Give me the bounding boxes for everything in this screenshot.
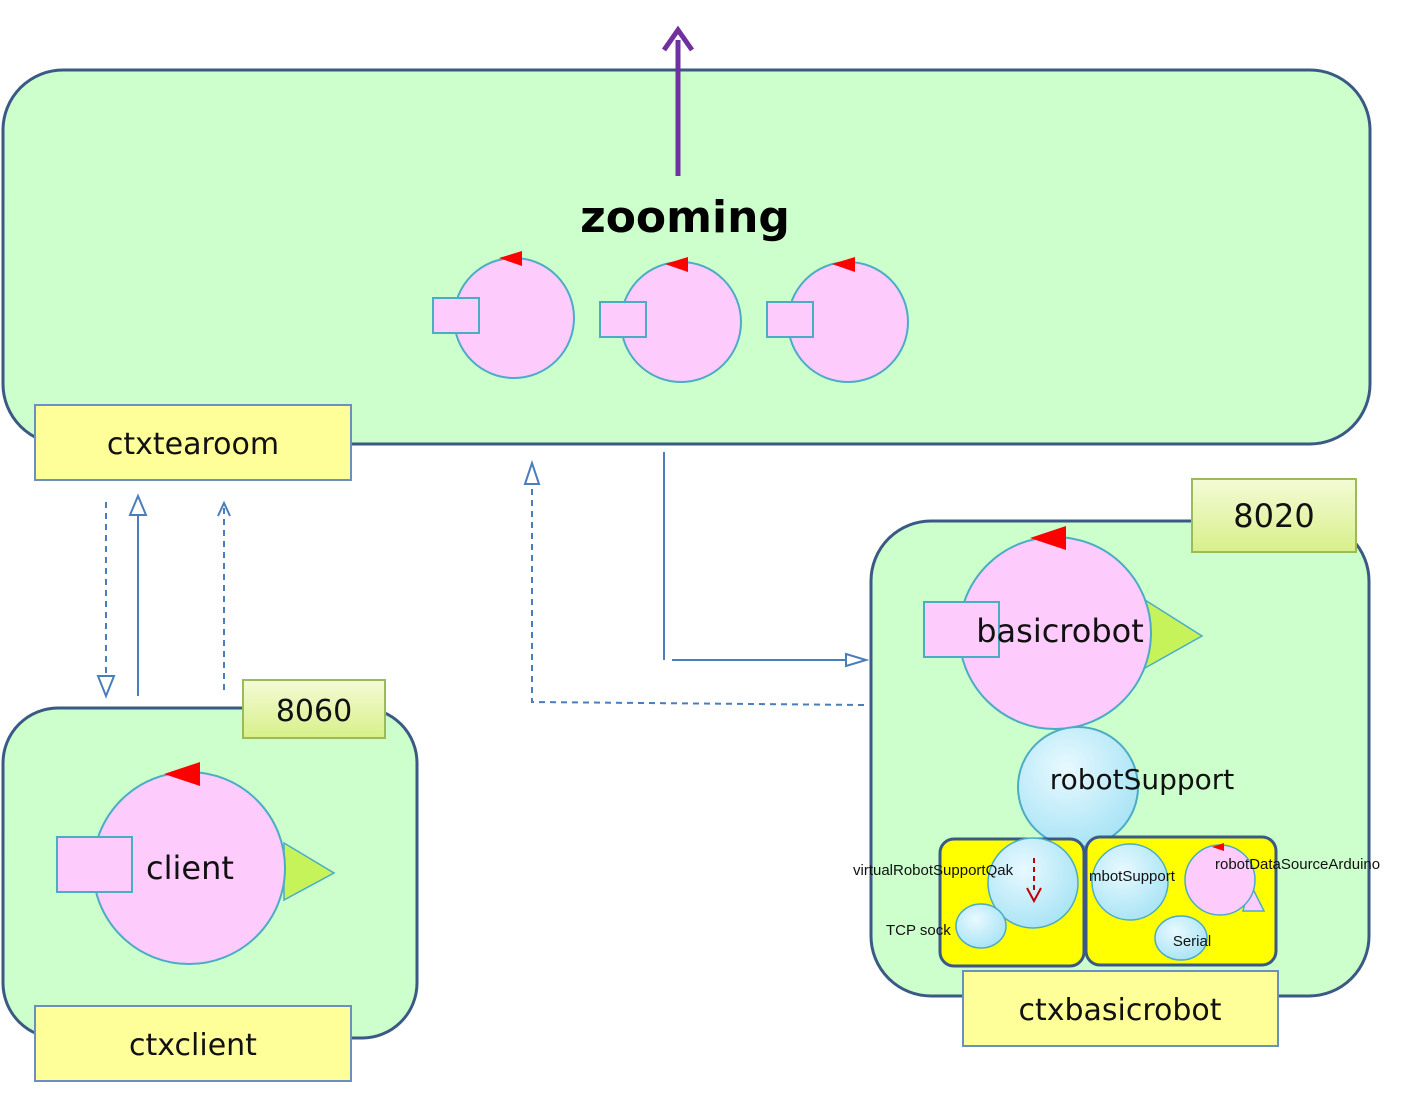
actor-client: client <box>56 762 336 965</box>
actor-serial: Serial <box>1154 915 1211 961</box>
label-ctxclient: ctxclient <box>34 1005 352 1082</box>
actor-mbotsupport: mbotSupport <box>1089 843 1176 921</box>
actor-robotdatasourcearduino: robotDataSourceArduino <box>1184 843 1380 916</box>
red-marker-icon <box>499 251 522 266</box>
red-marker-icon <box>832 257 855 272</box>
context-tearoom <box>1 68 1372 446</box>
red-marker-icon <box>665 257 688 272</box>
actor-robotsupport-label: robotSupport <box>1050 763 1235 796</box>
actor-tcp-socket-label: TCP sock <box>886 922 951 939</box>
actor-basicrobot: basicrobot <box>923 526 1204 730</box>
actor-serial-label: Serial <box>1173 933 1211 950</box>
actor-robotsupport: robotSupport <box>1017 726 1235 848</box>
port-8060: 8060 <box>242 679 386 739</box>
zooming-arrow <box>661 25 695 176</box>
red-marker-icon <box>164 762 200 786</box>
tearoom-actor-1 <box>432 251 575 379</box>
port-8020-text: 8020 <box>1233 497 1314 535</box>
zooming-title: zooming <box>580 192 790 243</box>
actor-virtualrobotsupportqak: virtualRobotSupportQak <box>853 837 1079 929</box>
actor-robotdatasourcearduino-label: robotDataSourceArduino <box>1215 856 1380 873</box>
label-ctxbasicrobot: ctxbasicrobot <box>962 970 1279 1047</box>
label-ctxtearoom: ctxtearoom <box>34 404 352 481</box>
label-ctxbasicrobot-text: ctxbasicrobot <box>1018 993 1221 1028</box>
actor-basicrobot-label: basicrobot <box>976 612 1144 650</box>
red-marker-icon <box>1030 526 1066 550</box>
label-ctxclient-text: ctxclient <box>129 1028 257 1063</box>
actor-tcp-socket: TCP sock <box>886 903 1007 949</box>
port-8060-text: 8060 <box>276 694 352 729</box>
tearoom-actor-3 <box>766 257 909 383</box>
label-ctxtearoom-text: ctxtearoom <box>107 427 279 462</box>
actor-client-label: client <box>146 849 234 887</box>
tearoom-actor-2 <box>599 257 742 383</box>
red-marker-icon <box>1212 843 1224 851</box>
basicrobot-links <box>523 452 870 706</box>
actor-virtualrobotsupportqak-label: virtualRobotSupportQak <box>853 862 1014 879</box>
actor-mbotsupport-label: mbotSupport <box>1089 868 1176 885</box>
port-8020: 8020 <box>1191 478 1357 553</box>
client-links <box>96 493 231 699</box>
